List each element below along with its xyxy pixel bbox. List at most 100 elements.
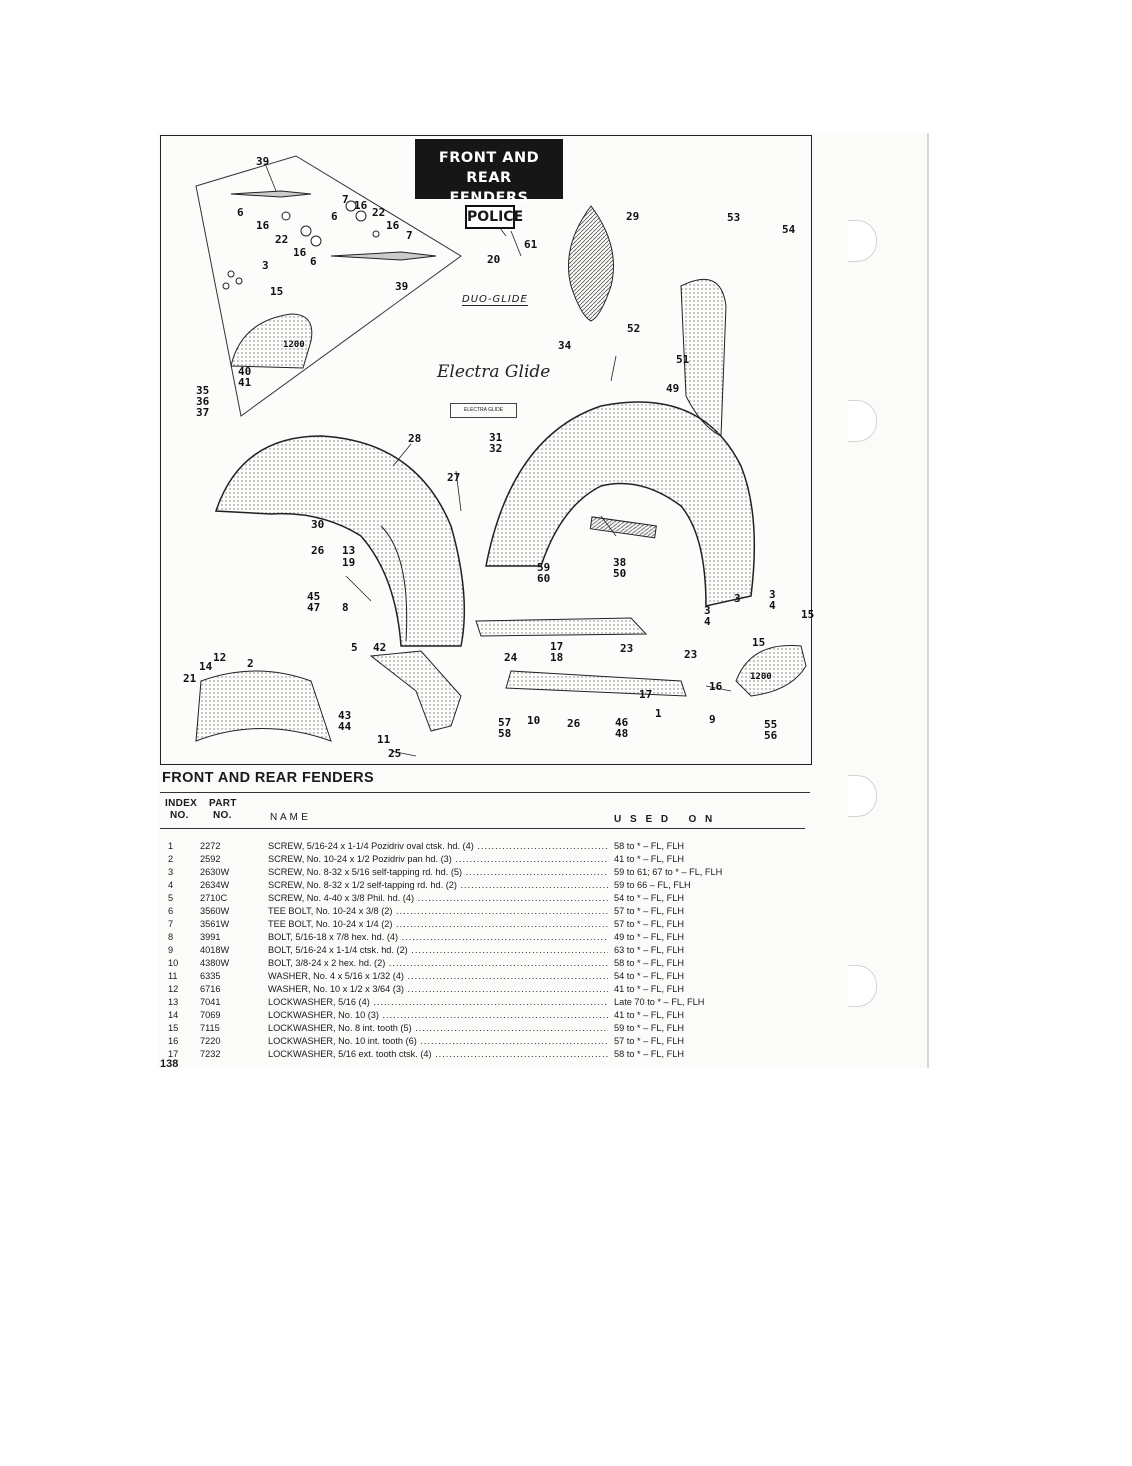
police-emblem-shape — [568, 205, 614, 322]
part-number-cell: 7041 — [200, 997, 221, 1007]
part-number-cell: 3561W — [200, 919, 230, 929]
col-part-header-1: PART — [209, 798, 237, 809]
callout-number: 59 — [537, 561, 551, 574]
name-cell: SCREW, No. 8-32 x 1/2 self-tapping rd. h… — [268, 879, 608, 892]
callout-number: 6 — [237, 206, 244, 219]
callout-number: 41 — [238, 376, 252, 389]
callout-number: 26 — [311, 544, 325, 557]
callout-number: 20 — [487, 253, 501, 266]
callout-number: 57 — [498, 716, 512, 729]
figure-title-plate: FRONT AND REAR FENDERS — [415, 139, 563, 206]
callout-number: 44 — [338, 720, 352, 733]
callout-number: 16 — [293, 246, 307, 259]
callout-number: 22 — [275, 233, 289, 246]
callout-number: 50 — [613, 567, 627, 580]
callout-number: 56 — [764, 729, 778, 742]
used-on-cell: Late 70 to * – FL, FLH — [614, 997, 705, 1007]
callout-number: 15 — [801, 608, 815, 621]
callout-number: 21 — [183, 672, 197, 685]
index-cell: 13 — [168, 997, 179, 1007]
callout-number: 1 — [655, 707, 662, 720]
index-cell: 14 — [168, 1010, 179, 1020]
callout-number: 7 — [342, 193, 349, 206]
header-rule-top — [160, 792, 810, 793]
callout-number: 58 — [498, 727, 512, 740]
name-cell: SCREW, 5/16-24 x 1-1/4 Pozidriv oval cts… — [268, 840, 608, 853]
index-cell: 10 — [168, 958, 179, 968]
callout-number: 31 — [489, 431, 503, 444]
binder-hole — [848, 220, 877, 262]
used-on-cell: 59 to 66 – FL, FLH — [614, 880, 691, 890]
callout-number: 40 — [238, 365, 252, 378]
used-on-cell: 57 to * – FL, FLH — [614, 1036, 684, 1046]
callout-number: 32 — [489, 442, 503, 455]
trim-strip-upper — [230, 190, 312, 198]
callout-number: 17 — [550, 640, 564, 653]
trim-strip-inset-box — [195, 155, 462, 417]
fender-illustration — [195, 155, 807, 757]
part-number-cell: 2634W — [200, 880, 230, 890]
col-index-header-2: NO. — [170, 810, 189, 821]
index-cell: 6 — [168, 906, 174, 916]
callout-number: 3 — [769, 588, 776, 601]
callout-number: 37 — [196, 406, 210, 419]
part-number-cell: 3560W — [200, 906, 230, 916]
index-cell: 11 — [168, 971, 178, 981]
figure-title-line-1: FRONT AND REAR — [438, 150, 540, 186]
used-on-cell: 49 to * – FL, FLH — [614, 932, 684, 942]
callout-number: 16 — [709, 680, 723, 693]
col-index-header-1: INDEX — [165, 798, 198, 809]
table-row: 16 7220 LOCKWASHER, No. 10 int. tooth (6) 5… — [160, 1035, 800, 1048]
callout-number: 7 — [406, 229, 413, 242]
section-title: FRONT AND REAR FENDERS — [162, 770, 375, 786]
index-cell: 16 — [168, 1036, 179, 1046]
table-row: 4 2634W SCREW, No. 8-32 x 1/2 self-tapping… — [160, 879, 800, 892]
callout-number: 9 — [709, 713, 716, 726]
callout-number: 60 — [537, 572, 551, 585]
name-cell: LOCKWASHER, 5/16 ext. tooth ctsk. (4) — [268, 1048, 608, 1061]
header-rule-bottom — [160, 828, 805, 829]
part-number-cell: 7115 — [200, 1023, 220, 1033]
callout-number: 24 — [504, 651, 518, 664]
used-on-cell: 58 to * – FL, FLH — [614, 841, 684, 851]
callout-number: 2 — [247, 657, 254, 670]
index-cell: 4 — [168, 880, 174, 890]
part-number-cell: 3991 — [200, 932, 221, 942]
callout-number: 11 — [377, 733, 391, 746]
callout-number: 15 — [270, 285, 284, 298]
rear-fender-tip-shape — [680, 278, 727, 437]
callout-number: 13 — [342, 544, 356, 557]
callout-number: 49 — [666, 382, 680, 395]
used-on-cell: 59 to * – FL, FLH — [614, 1023, 684, 1033]
callout-number: 19 — [342, 556, 356, 569]
callout-number: 39 — [256, 155, 270, 168]
callout-number: 3 — [734, 592, 741, 605]
callout-number: 29 — [626, 210, 640, 223]
part-number-cell: 6716 — [200, 984, 221, 994]
part-number-cell: 7220 — [200, 1036, 221, 1046]
part-number-cell: 2272 — [200, 841, 221, 851]
used-on-cell: 58 to * – FL, FLH — [614, 958, 684, 968]
part-number-cell: 2710C — [200, 893, 228, 903]
name-cell: BOLT, 5/16-24 x 1-1/4 ctsk. hd. (2) — [268, 944, 608, 957]
callout-number: 10 — [527, 714, 541, 727]
callout-number: 4 — [769, 599, 776, 612]
callout-number: 17 — [639, 688, 653, 701]
used-on-cell: 41 to * – FL, FLH — [614, 1010, 684, 1020]
index-cell: 2 — [168, 854, 174, 864]
used-on-cell: 58 to * – FL, FLH — [614, 1049, 684, 1059]
part-number-cell: 4380W — [200, 958, 230, 968]
part-number-cell: 2630W — [200, 867, 230, 877]
callout-number: 54 — [782, 223, 796, 236]
name-cell: LOCKWASHER, No. 10 int. tooth (6) — [268, 1035, 608, 1048]
callout-number: 14 — [199, 660, 213, 673]
callout-number: 16 — [386, 219, 400, 232]
callout-number: 4 — [704, 615, 711, 628]
